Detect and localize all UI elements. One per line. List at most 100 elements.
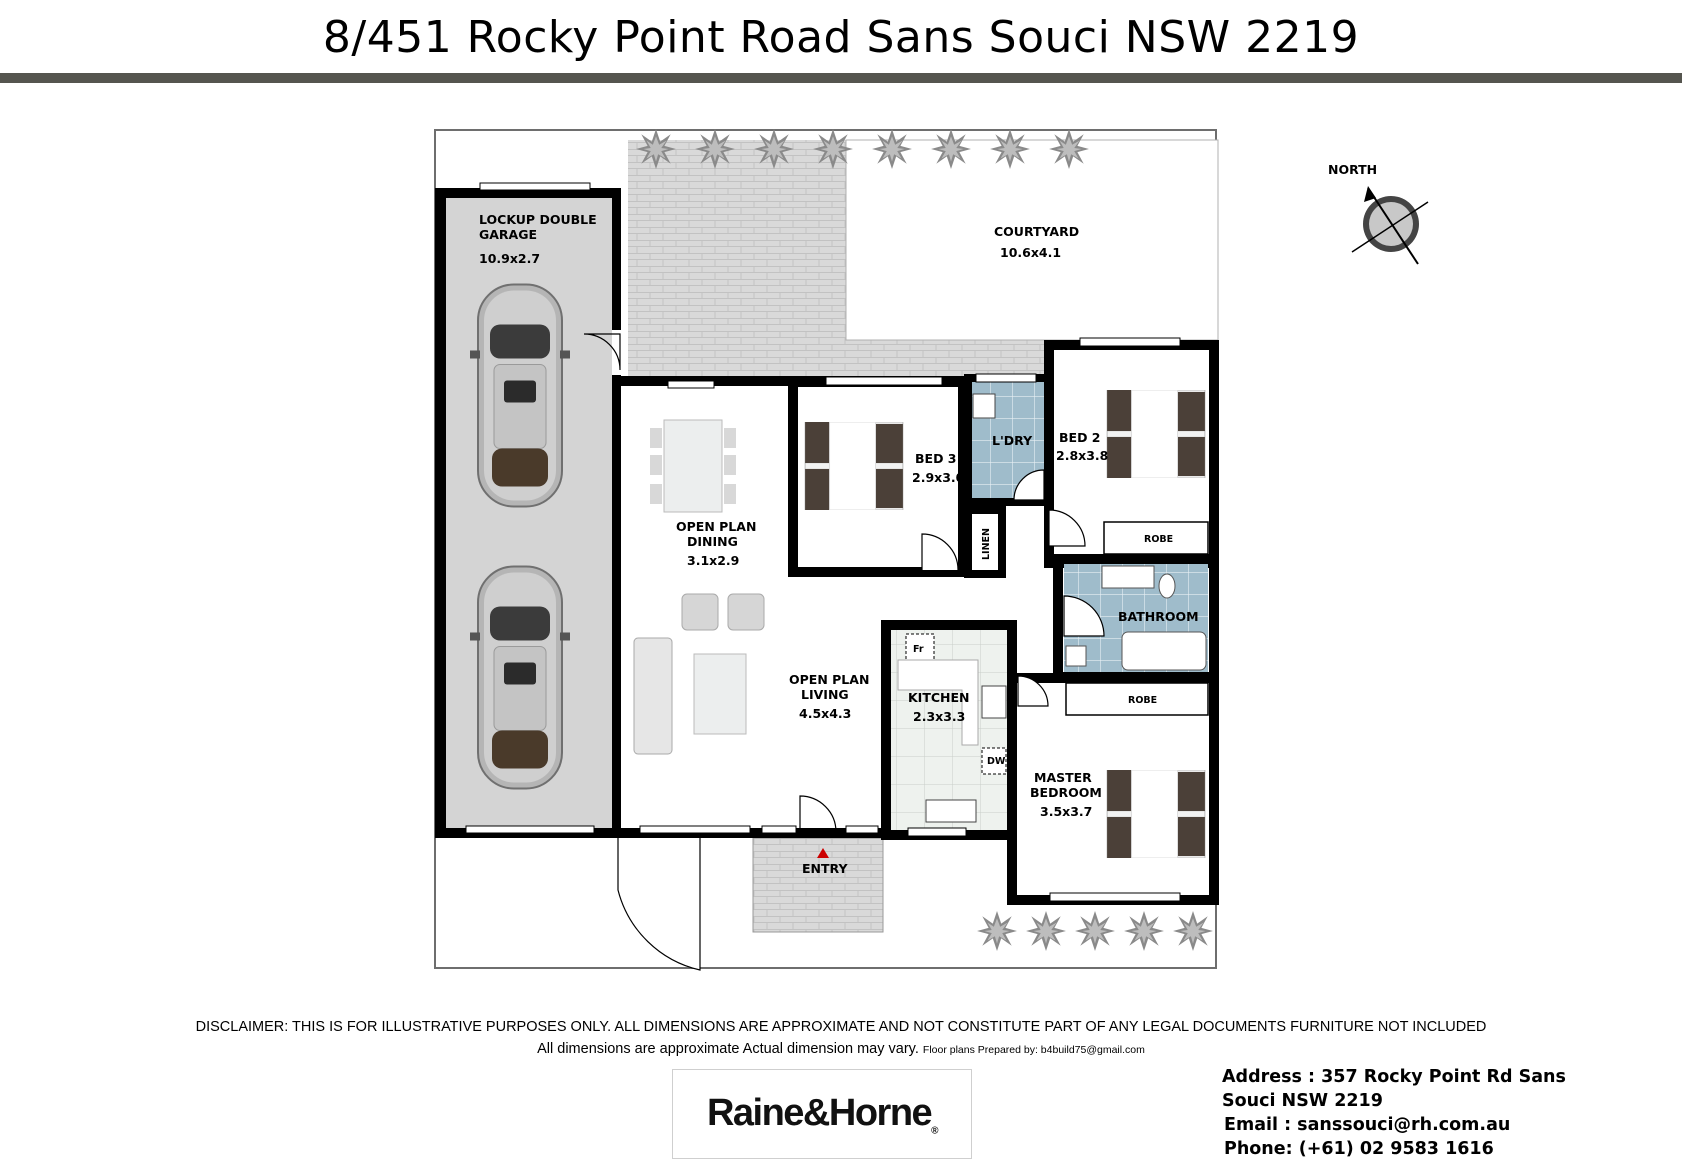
laundry-tub: [972, 393, 996, 419]
window: [845, 825, 879, 834]
garage-label: LOCKUP DOUBLE: [479, 212, 597, 227]
bathroom-door-swing: [1063, 595, 1105, 637]
bed2-door-swing: [1048, 509, 1086, 547]
robe-label: ROBE: [1144, 534, 1173, 545]
garage-door-top: [479, 182, 591, 191]
shrubs-bottom: [977, 911, 1213, 951]
contact-address: Address : 357 Rocky Point Rd Sans: [1222, 1067, 1566, 1087]
kitchen-label: KITCHEN: [908, 690, 970, 705]
car-icon: [470, 565, 570, 790]
compass-label: NORTH: [1328, 162, 1377, 177]
robe-box: [1065, 682, 1209, 716]
contact-phone: Phone: (+61) 02 9583 1616: [1224, 1139, 1494, 1159]
kitchen-dims: 2.3x3.3: [913, 709, 965, 724]
window: [761, 825, 797, 834]
garage-dims: 10.9x2.7: [479, 251, 540, 266]
chair: [650, 428, 662, 448]
bed2-dims: 2.8x3.8: [1056, 448, 1108, 463]
contact-address: Souci NSW 2219: [1222, 1091, 1383, 1111]
chair: [650, 455, 662, 475]
window: [639, 825, 751, 834]
bed-icon: [1106, 390, 1206, 478]
window: [667, 380, 715, 389]
contact-email: Email : sanssouci@rh.com.au: [1224, 1115, 1511, 1135]
window: [825, 376, 943, 386]
master-dims: 3.5x3.7: [1040, 804, 1092, 819]
master-door-swing: [1017, 675, 1049, 707]
dining-dims: 3.1x2.9: [687, 553, 739, 568]
dimension-note: All dimensions are approximate Actual di…: [537, 1041, 919, 1057]
prepared-by: Floor plans Prepared by: b4build75@gmail…: [922, 1044, 1145, 1056]
floor-plan: NORTH LOCKUP DOUBLE GARAGE 10.9x2.7 COUR…: [434, 129, 1429, 971]
entry-arrow-icon: [817, 848, 829, 858]
porch-arc: [617, 838, 701, 971]
bathtub: [1121, 631, 1207, 671]
window: [1079, 337, 1181, 347]
bed-icon: [804, 422, 904, 510]
disclaimer-secondary: All dimensions are approximate Actual di…: [0, 1041, 1682, 1057]
armchair: [681, 593, 719, 631]
vanity: [1101, 565, 1155, 589]
garage-door-swing: [583, 333, 621, 371]
stove: [981, 685, 1007, 719]
garage-label: GARAGE: [479, 227, 537, 242]
title-divider: [0, 73, 1682, 83]
linen-label: LINEN: [981, 528, 992, 560]
master-label: MASTER: [1034, 770, 1092, 785]
window: [907, 827, 967, 837]
armchair: [727, 593, 765, 631]
coffee-table: [693, 653, 747, 735]
chair: [724, 484, 736, 504]
dining-table: [663, 419, 723, 513]
sink: [925, 799, 977, 823]
garage-wall-left: [435, 188, 446, 838]
logo-text: Raine&Horne®: [706, 1091, 939, 1137]
master-label: BEDROOM: [1030, 785, 1102, 800]
window: [1049, 892, 1181, 902]
window: [975, 373, 1037, 383]
entry-paving: [752, 837, 884, 933]
bed3-door-swing: [921, 533, 959, 571]
house-wall-bottom-left: [612, 828, 892, 838]
robe-box: [1103, 521, 1209, 555]
entry-door-swing: [799, 795, 837, 833]
courtyard-dims: 10.6x4.1: [1000, 245, 1061, 260]
linen-wall: [964, 506, 1006, 578]
page-title: 8/451 Rocky Point Road Sans Souci NSW 22…: [322, 12, 1360, 63]
garage-wall-right-upper: [612, 188, 621, 330]
chair: [650, 484, 662, 504]
toilet: [1158, 573, 1176, 599]
car-icon: [470, 283, 570, 508]
sofa: [633, 637, 673, 755]
bed-icon: [1106, 770, 1206, 858]
living-label: OPEN PLAN: [789, 672, 869, 687]
raine-horne-logo: Raine&Horne®: [672, 1069, 972, 1159]
dining-label: OPEN PLAN: [676, 519, 756, 534]
courtyard-area: [845, 139, 1219, 341]
living-dims: 4.5x4.3: [799, 706, 851, 721]
robe-label: ROBE: [1128, 695, 1157, 706]
garage-door-bottom: [465, 825, 595, 834]
fridge-label: Fr: [913, 644, 924, 655]
garage-wall-top: [435, 188, 618, 198]
dishwasher-box: [981, 747, 1007, 775]
dishwasher-label: DW: [987, 756, 1006, 767]
courtyard-label: COURTYARD: [994, 224, 1079, 239]
chair: [724, 428, 736, 448]
disclaimer: DISCLAIMER: THIS IS FOR ILLUSTRATIVE PUR…: [195, 1019, 1487, 1035]
laundry-label: L'DRY: [992, 433, 1033, 448]
basin: [1065, 645, 1087, 667]
kitchen-island: [897, 659, 979, 746]
agency-contact: Address : 357 Rocky Point Rd Sans Souci …: [1222, 1065, 1662, 1161]
living-label: LIVING: [801, 687, 849, 702]
laundry-door-swing: [1013, 469, 1045, 501]
chair: [724, 455, 736, 475]
bed2-label: BED 2: [1059, 430, 1101, 445]
north-compass-icon: [1351, 186, 1429, 265]
bathroom-label: BATHROOM: [1118, 609, 1199, 624]
bed3-dims: 2.9x3.0: [912, 470, 965, 485]
entry-label: ENTRY: [802, 861, 848, 876]
garage-wall-right-lower: [612, 375, 621, 838]
bed3-label: BED 3: [915, 451, 957, 466]
dining-label: DINING: [687, 534, 738, 549]
